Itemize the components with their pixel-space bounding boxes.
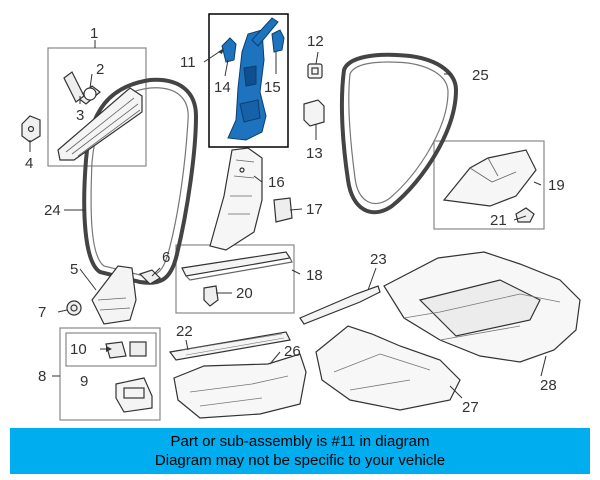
washer-2 bbox=[83, 87, 97, 101]
weatherstrip-25 bbox=[339, 52, 459, 215]
callout-11: 11 bbox=[180, 54, 196, 71]
quarter-trim-19 bbox=[442, 149, 537, 207]
kick-panel-5 bbox=[91, 265, 137, 325]
floor-carpet-28-detail bbox=[403, 293, 561, 341]
sill-plate-22 bbox=[168, 331, 291, 361]
callout-25: 25 bbox=[472, 67, 489, 84]
clip-12 bbox=[307, 63, 323, 79]
callout-17: 17 bbox=[306, 201, 323, 218]
kick-panel-5-detail bbox=[97, 297, 131, 311]
callout-16: 16 bbox=[268, 174, 285, 191]
lamp-housing-8 bbox=[115, 377, 153, 413]
callout-4: 4 bbox=[25, 155, 33, 172]
callout-23: 23 bbox=[370, 251, 387, 268]
floor-carpet-28-tunnel bbox=[418, 279, 541, 337]
pillar-trim-16 bbox=[209, 147, 263, 251]
callout-19: 19 bbox=[548, 177, 565, 194]
clip-12-inner bbox=[311, 67, 319, 75]
bulb-10 bbox=[105, 341, 127, 359]
callout-5: 5 bbox=[70, 261, 78, 278]
callout-8: 8 bbox=[38, 368, 46, 385]
sill-strip-23 bbox=[299, 285, 381, 325]
group-box-9 bbox=[65, 332, 157, 367]
group-box-18 bbox=[175, 244, 295, 314]
floor-carpet-27 bbox=[315, 325, 461, 411]
callout-15: 15 bbox=[264, 79, 281, 96]
sill-trim-ribs bbox=[65, 97, 141, 157]
floor-carpet-26 bbox=[173, 353, 307, 419]
weatherstrip-25-inner bbox=[348, 61, 449, 204]
exploded-view: 1 2 3 4 5 6 7 8 9 10 11 12 13 14 15 16 1… bbox=[21, 13, 581, 421]
pillar-trim-11 bbox=[221, 17, 285, 141]
callout-12: 12 bbox=[307, 33, 324, 50]
clip-20 bbox=[203, 285, 219, 307]
scuff-plate-18-edge bbox=[185, 257, 293, 281]
pillar-16-hole bbox=[239, 167, 245, 173]
callout-28: 28 bbox=[540, 377, 557, 394]
bracket-4-hole bbox=[27, 125, 35, 133]
callout-26: 26 bbox=[284, 343, 301, 360]
group-box-19 bbox=[433, 140, 545, 230]
callout-14: 14 bbox=[214, 79, 231, 96]
info-banner: Part or sub-assembly is #11 in diagram D… bbox=[10, 428, 590, 474]
callout-7: 7 bbox=[38, 304, 46, 321]
group-box-8 bbox=[59, 327, 161, 421]
callout-20: 20 bbox=[236, 285, 253, 302]
arrow-11 bbox=[218, 48, 224, 54]
sill-plate-22-ribs bbox=[181, 333, 285, 356]
callout-10: 10 bbox=[70, 341, 87, 358]
floor-carpet-26-detail bbox=[189, 375, 289, 407]
callout-27: 27 bbox=[462, 399, 479, 416]
weatherstrip-24 bbox=[82, 77, 199, 285]
weatherstrip-24-inner bbox=[90, 87, 189, 277]
sill-trim-panel bbox=[57, 87, 143, 161]
clip-21 bbox=[515, 207, 535, 223]
arrow-10 bbox=[106, 346, 112, 352]
group-box-11 bbox=[208, 13, 289, 148]
banner-line-1: Part or sub-assembly is #11 in diagram bbox=[170, 433, 430, 450]
banner-line-2: Diagram may not be specific to your vehi… bbox=[154, 452, 446, 469]
clip-13 bbox=[303, 99, 325, 127]
callout-9: 9 bbox=[80, 373, 88, 390]
clip-3 bbox=[63, 71, 85, 103]
callout-13: 13 bbox=[306, 145, 323, 162]
clip-17 bbox=[273, 197, 293, 223]
callout-3: 3 bbox=[76, 107, 84, 124]
callout-2: 2 bbox=[96, 61, 104, 78]
socket-9 bbox=[129, 341, 147, 357]
callout-18: 18 bbox=[306, 267, 323, 284]
callout-labels: 1 2 3 4 5 6 7 8 9 10 11 12 13 14 15 16 1… bbox=[25, 25, 565, 416]
callout-24: 24 bbox=[44, 202, 61, 219]
bracket-4 bbox=[21, 115, 41, 143]
knob-7 bbox=[66, 300, 82, 316]
group-box-1 bbox=[47, 47, 147, 167]
pillar-trim-16-ribs bbox=[228, 159, 255, 215]
floor-carpet-27-detail bbox=[333, 353, 431, 391]
lamp-housing-8-lens bbox=[123, 387, 145, 399]
callout-1: 1 bbox=[90, 25, 98, 42]
knob-7-center bbox=[70, 304, 78, 312]
callout-22: 22 bbox=[176, 323, 193, 340]
quarter-trim-19-detail bbox=[469, 157, 517, 183]
callout-6: 6 bbox=[162, 249, 170, 266]
callout-21: 21 bbox=[490, 212, 507, 229]
